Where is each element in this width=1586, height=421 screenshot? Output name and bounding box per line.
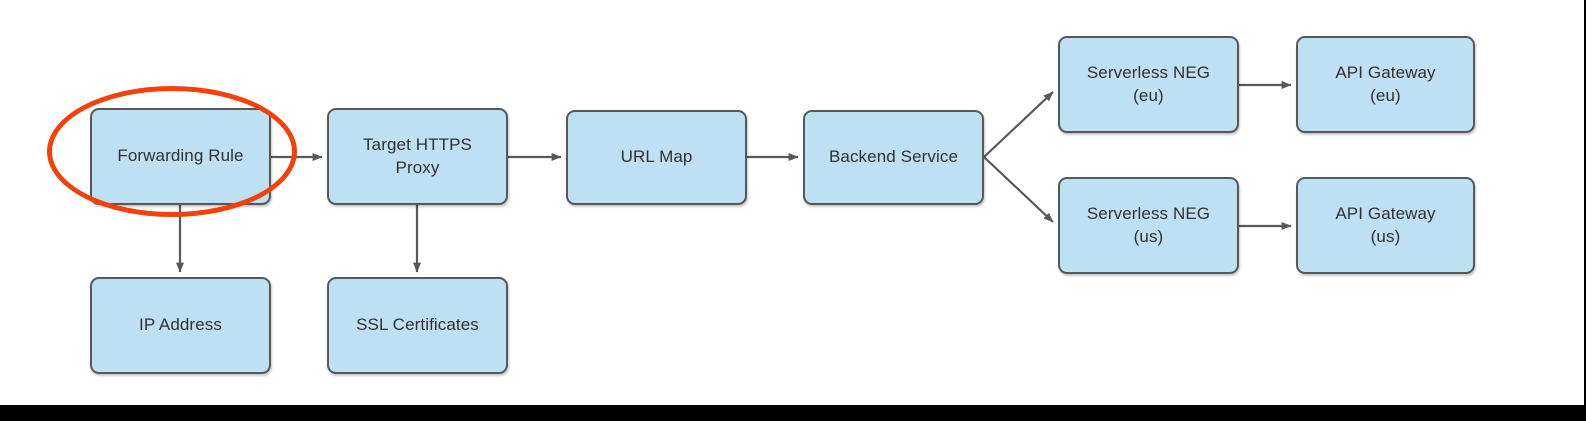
node-backend-service[interactable]: Backend Service xyxy=(803,110,984,205)
node-target-https-proxy[interactable]: Target HTTPS Proxy xyxy=(327,108,508,205)
node-serverless-neg-eu[interactable]: Serverless NEG (eu) xyxy=(1058,36,1239,133)
node-forwarding-rule[interactable]: Forwarding Rule xyxy=(90,108,271,205)
edge-backend-to-neg-eu xyxy=(983,91,1054,158)
frame-bottom-bar xyxy=(0,405,1586,421)
node-ssl-certificates[interactable]: SSL Certificates xyxy=(327,277,508,374)
node-ip-address[interactable]: IP Address xyxy=(90,277,271,374)
node-api-gateway-eu[interactable]: API Gateway (eu) xyxy=(1296,36,1475,133)
node-url-map[interactable]: URL Map xyxy=(566,110,747,205)
edge-backend-to-neg-us xyxy=(983,156,1054,223)
frame-right-border xyxy=(1584,0,1586,421)
node-api-gateway-us[interactable]: API Gateway (us) xyxy=(1296,177,1475,274)
node-serverless-neg-us[interactable]: Serverless NEG (us) xyxy=(1058,177,1239,274)
